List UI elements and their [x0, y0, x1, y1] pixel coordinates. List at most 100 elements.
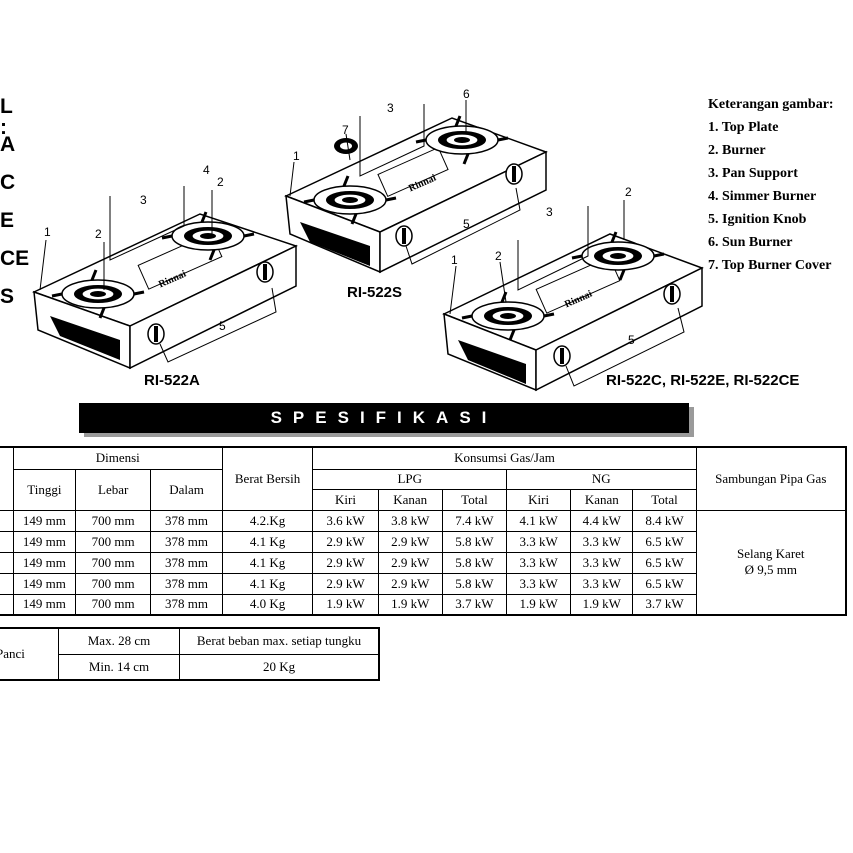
cell: 700 mm	[74, 572, 152, 595]
legend-item: 2. Burner	[708, 143, 766, 158]
cell: 378 mm	[150, 551, 223, 574]
cell: 5.8 kW	[441, 551, 508, 574]
cell: 3.8 kW	[377, 509, 443, 532]
cell: 5.8 kW	[441, 530, 508, 553]
cell: 1.9 kW	[377, 593, 443, 616]
cell: 2.9 kW	[312, 551, 379, 574]
callout-5: 5	[219, 319, 226, 333]
cell: 6.5 kW	[632, 530, 697, 553]
cell: 6.5 kW	[632, 572, 697, 595]
cell: 4.0 Kg	[221, 593, 314, 616]
callout-6: 6	[463, 87, 470, 101]
header-sambungan: Sambungan Pipa Gas	[695, 446, 847, 511]
model-label-ri522a: RI-522A	[144, 372, 200, 389]
callout-2: 2	[495, 249, 502, 263]
stove-ri522a: 1 2 3 4 2 5	[32, 163, 298, 370]
beban-value: 20 Kg	[179, 653, 380, 681]
callout-2: 2	[625, 185, 632, 199]
legend-item: 5. Ignition Knob	[708, 212, 807, 227]
cell: 1.9 kW	[570, 593, 634, 616]
stove-ri522s: 1 3 6 7 5	[284, 87, 548, 274]
table-row: 149 mm 700 mm 378 mm 4.0 Kg 1.9 kW 1.9 k…	[0, 593, 846, 616]
header-lpg: LPG	[312, 468, 508, 490]
cell: 378 mm	[150, 530, 223, 553]
stove-illustrations: 1 2 3 4 2 5 1 3 6 7 5	[32, 87, 704, 392]
spesifikasi-banner: SPESIFIKASI	[79, 403, 689, 433]
spec-table: Dimensi Berat Bersih Konsumsi Gas/Jam Sa…	[0, 446, 847, 616]
left-fragment: L :	[0, 95, 13, 139]
header-dimensi: Dimensi	[12, 446, 223, 470]
cell: 3.3 kW	[570, 530, 634, 553]
model-label-ri522c: RI-522C, RI-522E, RI-522CE	[606, 372, 800, 389]
callout-4: 4	[203, 163, 210, 177]
cell: 4.1 Kg	[221, 530, 314, 553]
cell: 2.9 kW	[377, 530, 443, 553]
left-fragment: A	[0, 133, 16, 156]
callout-2: 2	[95, 227, 102, 241]
cell: 3.3 kW	[506, 551, 572, 574]
legend-item: 1. Top Plate	[708, 120, 779, 135]
cell: 149 mm	[12, 593, 76, 616]
header-ng: NG	[506, 468, 697, 490]
table-row: 149 mm 700 mm 378 mm 4.1 Kg 2.9 kW 2.9 k…	[0, 530, 846, 553]
cell: 7.4 kW	[441, 509, 508, 532]
legend-title: Keterangan gambar:	[708, 97, 834, 112]
header-kanan: Kanan	[377, 488, 443, 511]
cell: 8.4 kW	[632, 509, 697, 532]
cell: 5.8 kW	[441, 572, 508, 595]
cell: 2.9 kW	[377, 572, 443, 595]
cell: 3.3 kW	[570, 551, 634, 574]
left-fragment: CE	[0, 247, 30, 270]
legend-item: 4. Simmer Burner	[708, 189, 817, 204]
header-kiri: Kiri	[312, 488, 379, 511]
cell: 2.9 kW	[377, 551, 443, 574]
legend-item: 6. Sun Burner	[708, 235, 793, 250]
model-col-header	[0, 446, 14, 511]
cell: 3.7 kW	[441, 593, 508, 616]
panci-table: Panci Max. 28 cm Berat beban max. setiap…	[0, 627, 380, 681]
cell: 149 mm	[12, 572, 76, 595]
left-fragment: S	[0, 285, 15, 308]
header-kanan: Kanan	[570, 488, 634, 511]
cell: 149 mm	[12, 530, 76, 553]
callout-1: 1	[293, 149, 300, 163]
diameter-label: Ø 9,5 mm	[744, 562, 797, 578]
header-total: Total	[441, 488, 508, 511]
legend-item: 7. Top Burner Cover	[708, 258, 832, 273]
cell: 3.6 kW	[312, 509, 379, 532]
legend-item: 3. Pan Support	[708, 166, 798, 181]
cell: 3.7 kW	[632, 593, 697, 616]
cell: 149 mm	[12, 551, 76, 574]
panci-min: Min. 14 cm	[57, 653, 181, 681]
cell: 3.3 kW	[506, 530, 572, 553]
header-dalam: Dalam	[150, 468, 223, 511]
header-kiri: Kiri	[506, 488, 572, 511]
callout-1: 1	[451, 253, 458, 267]
table-row: 149 mm 700 mm 378 mm 4.2.Kg 3.6 kW 3.8 k…	[0, 509, 847, 616]
left-fragment: E	[0, 209, 15, 232]
cell: 378 mm	[150, 509, 223, 532]
callout-1: 1	[44, 225, 51, 239]
table-row: 149 mm 700 mm 378 mm 4.1 Kg 2.9 kW 2.9 k…	[0, 572, 846, 595]
model-cell	[0, 572, 14, 595]
cell: 4.2.Kg	[221, 509, 314, 532]
cell: 700 mm	[74, 593, 152, 616]
cell: 3.3 kW	[506, 572, 572, 595]
callout-3: 3	[140, 193, 147, 207]
stove-ri522c: 1 2 3 2 5	[442, 185, 704, 392]
cell: 2.9 kW	[312, 572, 379, 595]
cell: 6.5 kW	[632, 551, 697, 574]
model-cell	[0, 593, 14, 616]
header-tinggi: Tinggi	[12, 468, 76, 511]
cell: 4.1 Kg	[221, 572, 314, 595]
callout-2: 2	[217, 175, 224, 189]
cell: 700 mm	[74, 530, 152, 553]
model-label-ri522s: RI-522S	[347, 284, 403, 301]
cell: 1.9 kW	[312, 593, 379, 616]
beban-label: Berat beban max. setiap tungku	[179, 627, 380, 655]
callout-3: 3	[387, 101, 394, 115]
model-cell	[0, 551, 14, 574]
panci-label: Panci	[0, 627, 59, 681]
cell: 378 mm	[150, 593, 223, 616]
cell: 4.1 Kg	[221, 551, 314, 574]
